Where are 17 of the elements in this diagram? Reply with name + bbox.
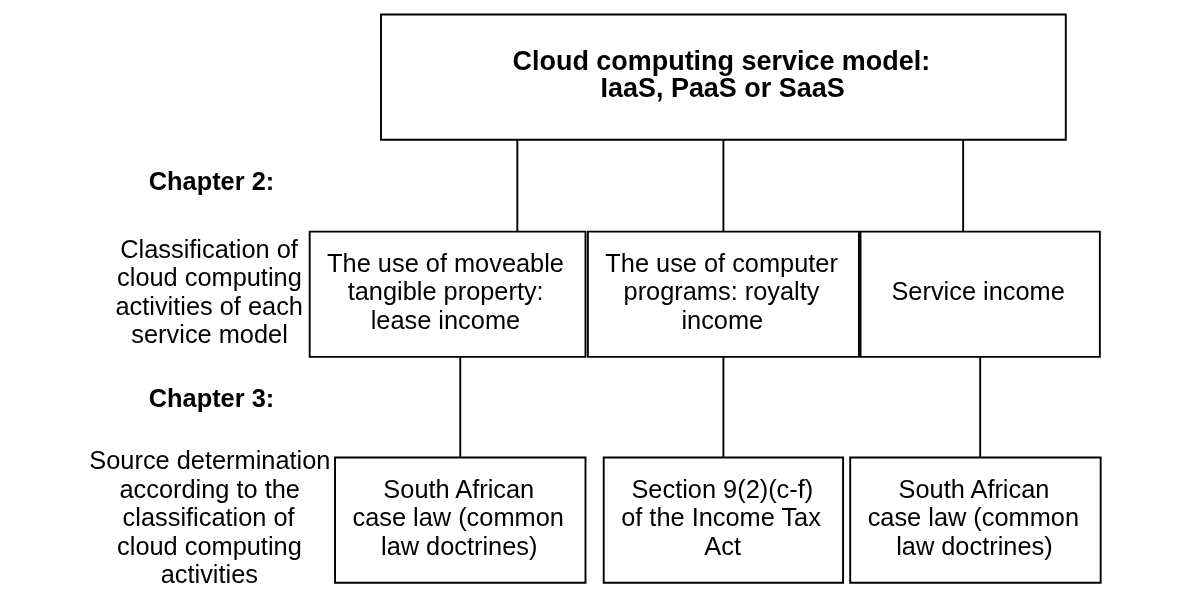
node-box: Section 9(2)(c-f) of the Income Tax Act <box>602 456 845 584</box>
connector <box>516 139 519 233</box>
node-box: South African case law (common law doctrines) <box>849 456 1102 584</box>
connector <box>962 139 965 233</box>
node-box: Service income <box>859 230 1101 358</box>
connector <box>459 356 462 458</box>
connector <box>722 356 725 458</box>
label: Chapter 3: <box>148 384 275 413</box>
label: Source determination according to the classification of cloud computing activities <box>89 446 331 589</box>
node-box: The use of moveable tangible property: lease income <box>308 230 587 358</box>
label: Classification of cloud computing activities of each service model <box>115 234 303 349</box>
node-box: Cloud computing service model: IaaS, PaaS or SaaS <box>380 13 1067 141</box>
node-box: South African case law (common law doctrines) <box>334 456 587 584</box>
connector <box>979 356 982 458</box>
label: Chapter 2: <box>148 167 275 196</box>
node-box: The use of computer programs: royalty income <box>586 230 860 358</box>
connector <box>722 139 725 233</box>
